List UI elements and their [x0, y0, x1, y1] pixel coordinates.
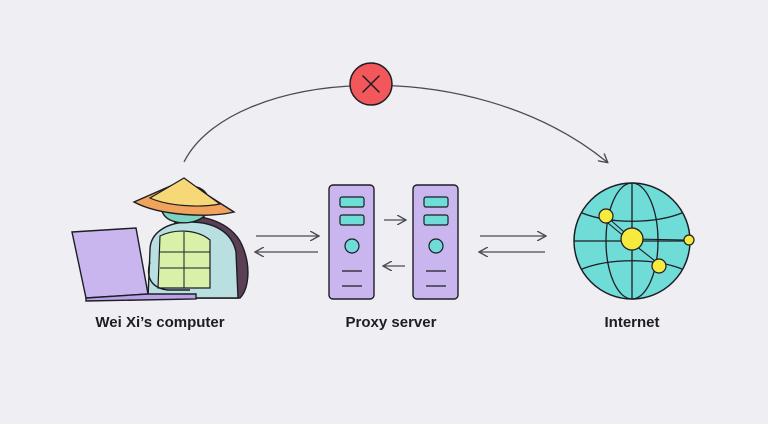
turtle-user-illustration [71, 177, 249, 302]
globe-icon [573, 182, 695, 300]
direct-connection-arc [183, 84, 607, 162]
arrows-between-servers [384, 220, 405, 266]
arrows-computer-proxy [256, 236, 318, 252]
proxy-server-rack-left [328, 184, 375, 300]
arrows-proxy-internet [480, 236, 545, 252]
label-internet: Internet [604, 314, 660, 331]
label-computer: Wei Xi’s computer [95, 314, 225, 331]
blocked-x-icon [349, 62, 393, 106]
label-proxy-server: Proxy server [345, 314, 437, 331]
proxy-server-rack-right [412, 184, 459, 300]
